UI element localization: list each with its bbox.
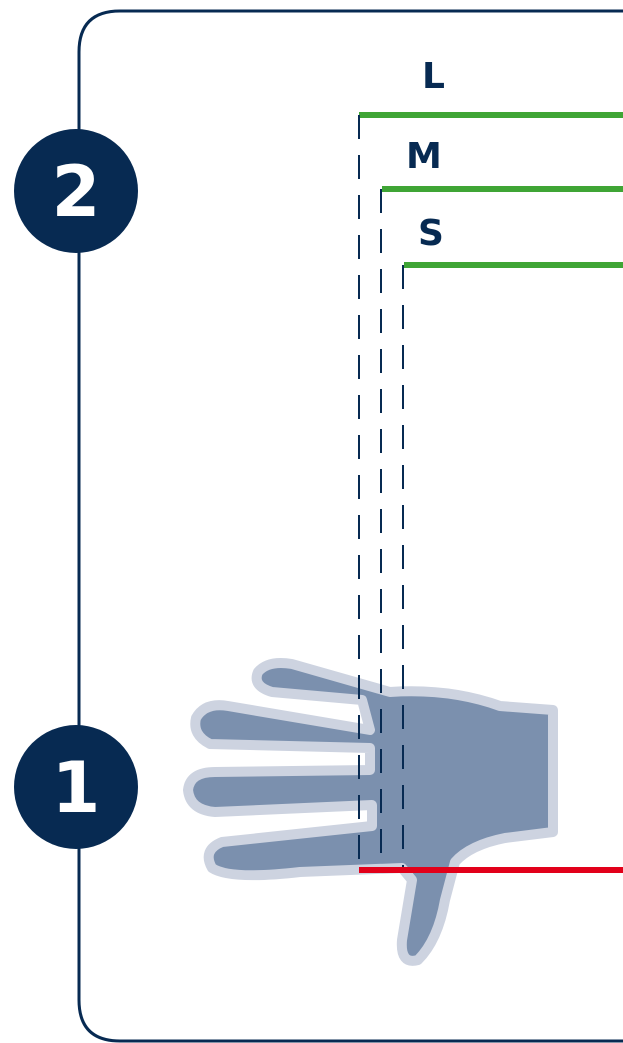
step-1-badge: 1: [14, 725, 138, 849]
hand-shape: [188, 663, 553, 961]
size-m-label: M: [406, 136, 442, 177]
step-1-label: 1: [52, 747, 101, 829]
hand-icon: [188, 663, 553, 961]
size-s-label: S: [418, 213, 444, 254]
step-2-badge: 2: [14, 129, 138, 253]
size-l-label: L: [422, 56, 445, 97]
step-2-label: 2: [52, 151, 101, 233]
frame-outline: [79, 11, 623, 1041]
